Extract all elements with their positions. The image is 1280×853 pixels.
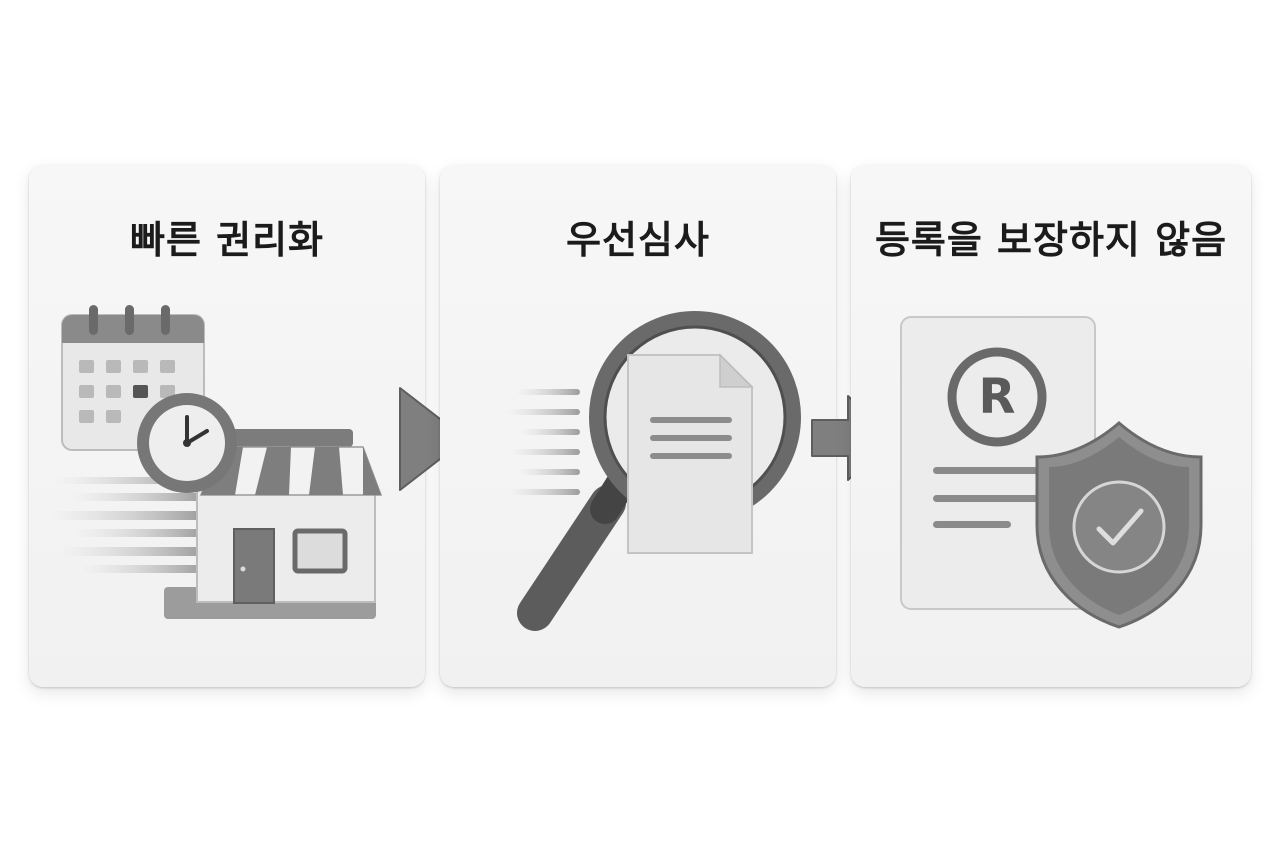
speed-lines — [505, 389, 580, 495]
step-panel-no-guarantee: 등록을 보장하지 않음 R — [851, 165, 1251, 687]
shield-check-icon — [1035, 421, 1203, 629]
calendar-clock-store-icon — [49, 305, 383, 619]
registered-mark-icon: R — [979, 369, 1016, 425]
clock-icon — [137, 393, 237, 493]
step-panel-priority-exam: 우선심사 — [440, 165, 836, 687]
registered-shield-icon: R — [900, 316, 1203, 629]
document-icon — [627, 353, 754, 554]
step-panel-fast-rights: 빠른 권리화 — [29, 165, 425, 687]
magnifier-handle — [517, 470, 635, 631]
magnifier-document-icon — [505, 311, 801, 631]
step-title: 빠른 권리화 — [129, 218, 325, 262]
step-title: 우선심사 — [566, 218, 710, 262]
step-title: 등록을 보장하지 않음 — [874, 218, 1228, 262]
